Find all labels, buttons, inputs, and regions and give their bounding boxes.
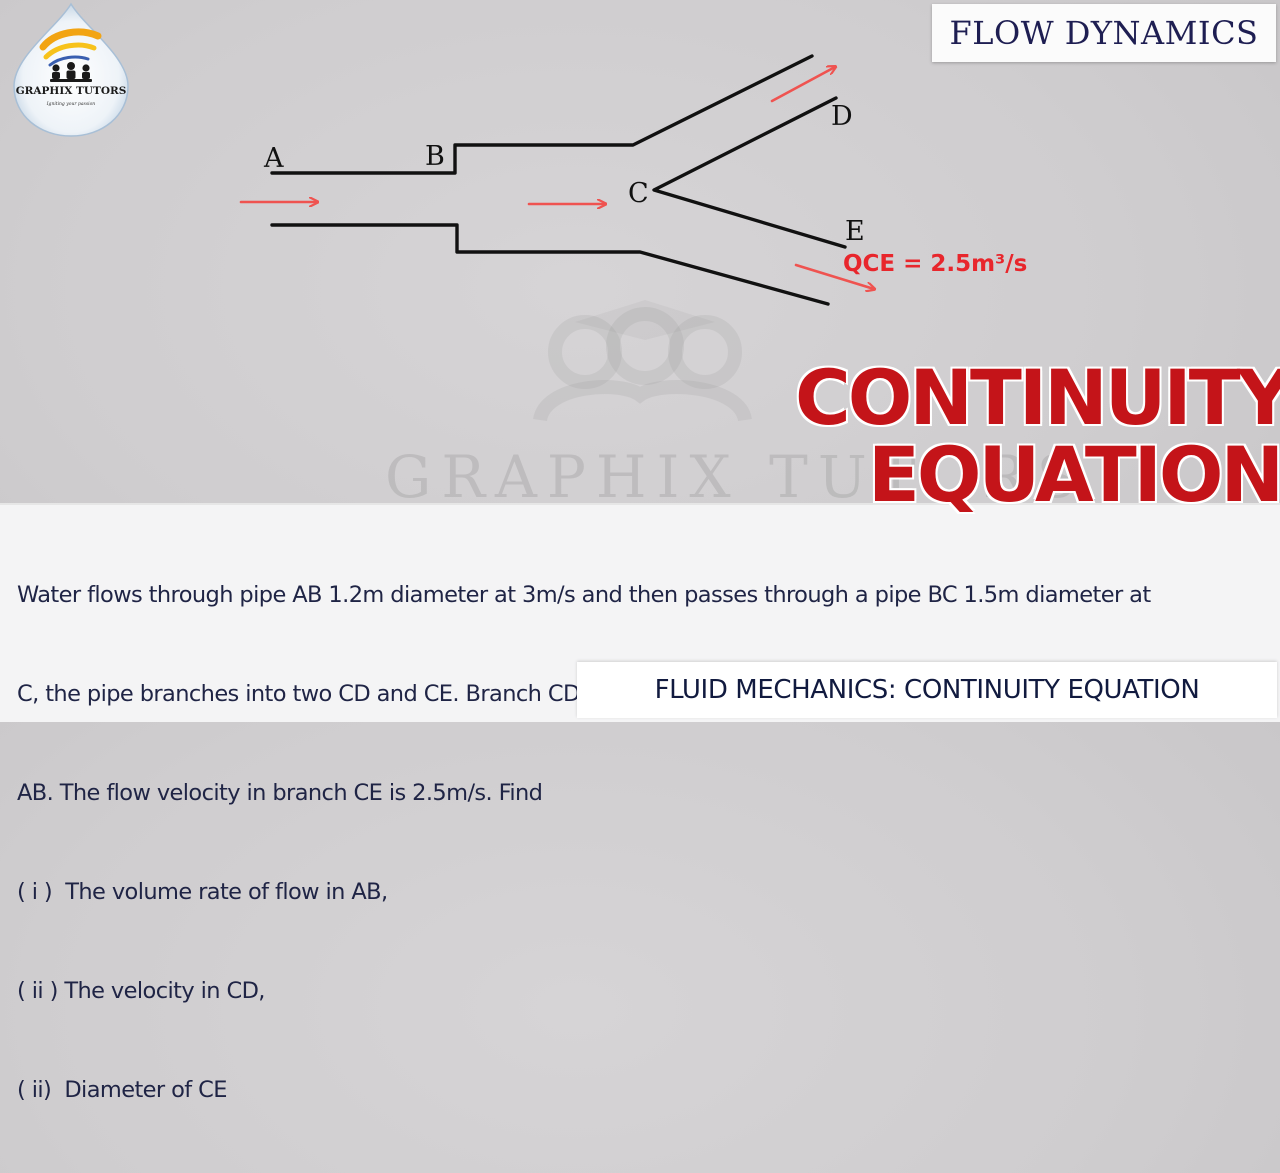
topic-badge: FLOW DYNAMICS — [932, 4, 1276, 62]
footer-badge: FLUID MECHANICS: CONTINUITY EQUATION — [577, 662, 1277, 718]
graphix-tutors-logo: GRAPHIX TUTORS Igniting your passion — [10, 2, 132, 138]
label-b: B — [425, 141, 445, 172]
problem-line: ( ii ) The velocity in CD, — [17, 978, 265, 1004]
pipe-ab-bc-top-wall — [270, 54, 814, 175]
pipe-branch-inner-wall — [652, 96, 847, 249]
topic-badge-text: FLOW DYNAMICS — [949, 14, 1259, 52]
logo-drop-icon — [13, 2, 129, 137]
problem-line: Water flows through pipe AB 1.2m diamete… — [17, 582, 1151, 608]
problem-statement: Water flows through pipe AB 1.2m diamete… — [17, 513, 1280, 1173]
flow-arrow-cd — [770, 67, 835, 103]
headline-line-2: EQUATION — [868, 430, 1280, 519]
watermark-text: GRAPHIX TUTORS — [385, 443, 1087, 511]
headline-line-1: CONTINUITY — [795, 353, 1280, 442]
watermark-graduates-icon — [533, 300, 752, 423]
flow-arrow-ce — [794, 263, 874, 289]
label-d: D — [831, 101, 853, 132]
label-a: A — [264, 143, 284, 174]
logo-tagline: Igniting your passion — [46, 102, 96, 107]
pipe-ab-bc-bottom-wall — [270, 223, 830, 306]
pipe-diagram — [239, 54, 1280, 306]
problem-line: ( i ) The volume rate of flow in AB, — [17, 879, 388, 905]
logo-name: GRAPHIX TUTORS — [15, 85, 127, 97]
label-c: C — [628, 178, 649, 209]
label-e: E — [845, 216, 865, 247]
footer-badge-text: FLUID MECHANICS: CONTINUITY EQUATION — [654, 675, 1200, 705]
problem-line: ( ii) Diameter of CE — [17, 1077, 227, 1103]
given-qce: QCE = 2.5m³/s — [843, 251, 1028, 277]
problem-line: AB. The flow velocity in branch CE is 2.… — [17, 780, 543, 806]
